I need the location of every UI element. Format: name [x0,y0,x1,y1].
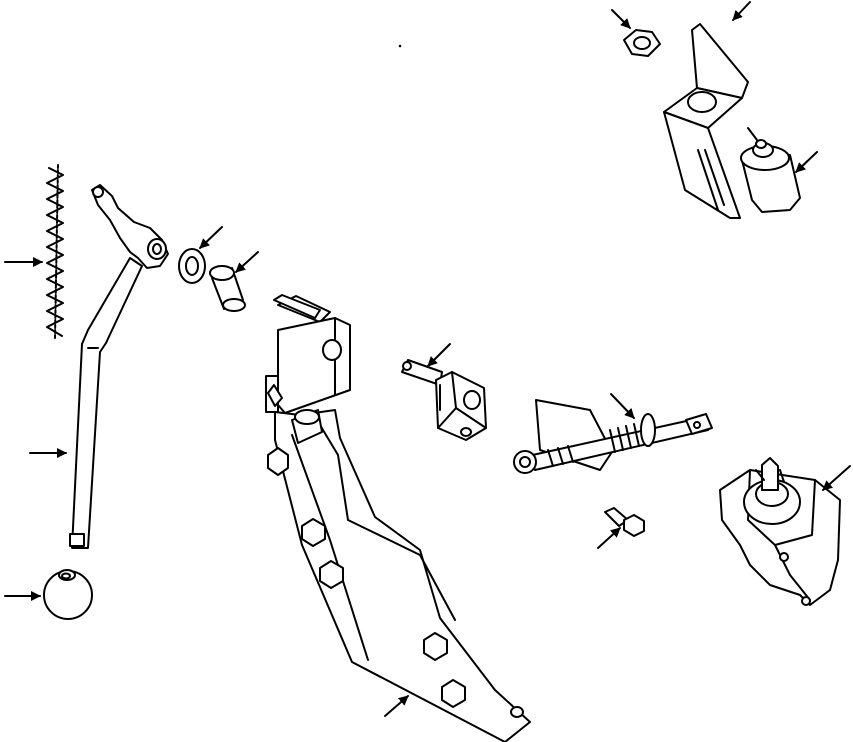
angle-bracket-icon [663,23,749,219]
bushing-icon [209,265,246,312]
coil-spring-icon [46,164,64,339]
washer-icon [178,248,206,284]
hex-nut-icon [623,29,661,57]
callout-arrow-bracket [384,695,409,717]
stray-dot [398,44,402,48]
callout-arrow-angle-bracket [732,1,751,21]
plunger-switch-icon [740,127,801,213]
pivot-block-icon [401,359,487,441]
switch-icon [719,457,841,606]
rod-end-icon [513,399,713,474]
ball-knob-icon [43,569,93,620]
callout-arrow-adjuster [610,393,635,419]
bolt-icon [604,507,645,537]
lever-rod-icon [69,184,169,549]
callout-arrow-switch [822,465,851,491]
callout-arrow-pivot-block [427,343,451,367]
callout-arrows [4,1,851,717]
callout-arrow-bushing [235,251,259,273]
bracket-icon [265,294,531,742]
callout-arrow-bolt [597,527,621,549]
callout-arrow-washer [199,226,223,249]
callout-arrow-cylindrical-switch [795,151,818,173]
callout-arrow-hex-nut [611,9,631,29]
